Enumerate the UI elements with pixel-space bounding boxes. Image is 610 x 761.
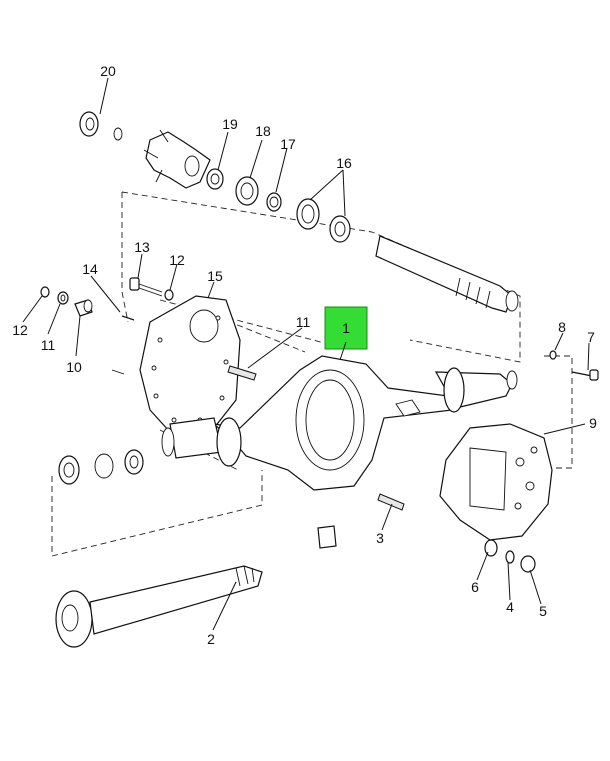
callout-5: 5 [539, 603, 547, 619]
bearing-part-b [329, 215, 351, 243]
callout-13: 12 [12, 322, 28, 338]
callout-7: 7 [587, 329, 595, 345]
callout-15: 14 [82, 261, 98, 277]
plug-part [317, 525, 337, 549]
callout-11: 11 [296, 314, 311, 330]
callout-19: 18 [255, 123, 271, 139]
pinion-nut-part [79, 111, 123, 141]
washer-part-8 [549, 350, 557, 360]
leader-lines [22, 77, 590, 631]
washer-part-12-left [57, 291, 69, 305]
callout-2: 2 [207, 631, 215, 647]
callout-16: 15 [207, 268, 223, 284]
callout-8: 8 [558, 319, 566, 335]
differential-carrier-part [439, 423, 553, 541]
sleeve-part-10 [74, 299, 93, 317]
hub-nut-part [58, 455, 80, 485]
axle-shaft-part [55, 565, 263, 648]
stud-part-11 [227, 365, 257, 381]
callout-4: 4 [506, 599, 514, 615]
dowel-part-6 [484, 539, 498, 557]
callout-18: 17 [280, 136, 296, 152]
callout-9: 9 [589, 415, 597, 431]
bolt-part-14 [129, 277, 163, 297]
bearing-part-a [296, 198, 320, 230]
callout-14: 13 [134, 239, 150, 255]
callout-3: 3 [376, 530, 384, 546]
washer-part-12-top [164, 289, 174, 301]
oil-seal-part [235, 176, 259, 206]
adjusting-nut-part [124, 449, 144, 475]
washer-part [206, 168, 224, 190]
nut-part-5 [520, 555, 536, 573]
stud-part-15 [111, 315, 135, 375]
callout-labels: 20 19 18 17 16 13 12 14 15 12 11 10 11 1… [12, 63, 597, 647]
pinion-shaft-part [375, 235, 519, 313]
callout-20: 19 [222, 116, 238, 132]
bolt-part-7 [571, 369, 599, 381]
callout-10: 10 [66, 359, 82, 375]
axle-housing-part [161, 355, 518, 491]
callout-1: 1 [342, 320, 350, 336]
nut-part-13 [40, 286, 50, 298]
cover-plate-part [139, 295, 241, 433]
callout-21: 20 [100, 63, 116, 79]
callout-12-top: 12 [169, 252, 185, 268]
callout-17: 16 [336, 155, 352, 171]
snap-ring-part [266, 192, 282, 212]
stud-part-3 [377, 493, 405, 511]
yoke-part [143, 129, 211, 189]
callout-12-left: 11 [41, 337, 56, 353]
callout-6: 6 [471, 579, 479, 595]
washer-part-4 [505, 550, 515, 564]
lock-washer-part [94, 453, 114, 479]
